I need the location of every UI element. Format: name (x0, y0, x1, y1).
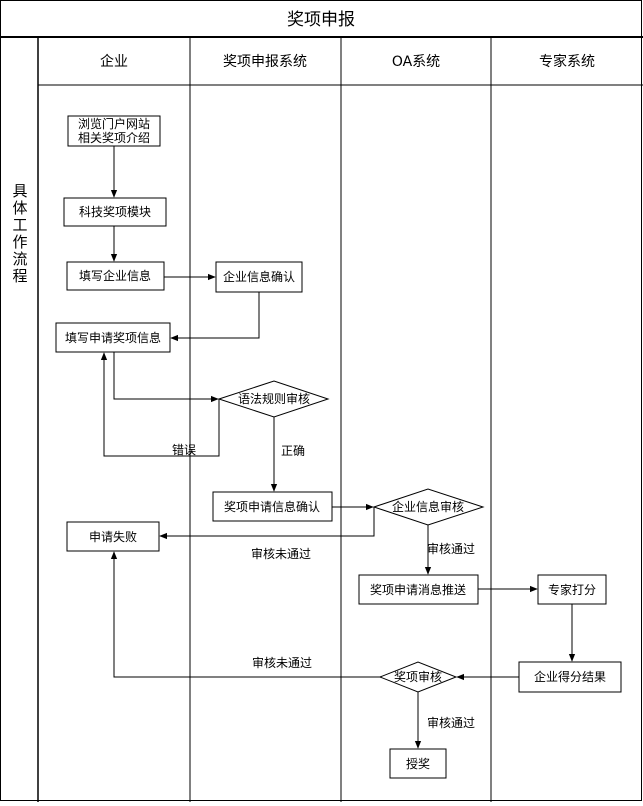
lane-header-oa-system: OA系统 (392, 54, 440, 70)
edge-label-review-passed-1: 审核通过 (427, 541, 475, 556)
row-label-char: 体 (12, 199, 27, 217)
edge-fill-award-to-grammar (113, 352, 219, 403)
row-label-char: 作 (12, 233, 27, 251)
node-award-review-label: 奖项审核 (394, 669, 442, 684)
node-fill-company-info: 填写企业信息 (66, 261, 165, 291)
node-expert-scoring: 专家打分 (537, 574, 607, 605)
edge-confirm-to-fill-award (170, 292, 260, 342)
node-application-failed-label: 申请失败 (89, 529, 137, 544)
edge-review-failed-to-fail (159, 507, 375, 540)
node-fill-award-info-label: 填写申请奖项信息 (65, 330, 161, 345)
edge-label-error: 错误 (172, 443, 196, 457)
node-company-score-result-label: 企业得分结果 (534, 669, 606, 684)
row-label: 具体工作流程 (12, 182, 27, 285)
node-fill-company-info-label: 填写企业信息 (79, 268, 151, 283)
node-application-failed: 申请失败 (66, 521, 160, 552)
node-expert-scoring-label: 专家打分 (548, 582, 596, 597)
node-award-info-confirm-label: 奖项申请信息确认 (224, 499, 320, 514)
node-company-score-result: 企业得分结果 (518, 661, 622, 693)
edge-label-review-failed-1: 审核未通过 (251, 546, 311, 561)
node-sci-tech-award-module: 科技奖项模块 (63, 197, 167, 227)
node-grammar-rule-review-label: 语法规则审核 (238, 391, 310, 406)
node-company-info-confirm: 企业信息确认 (215, 261, 303, 293)
lane-header-enterprise: 企业 (100, 53, 128, 70)
node-award-message-push-label: 奖项申请消息推送 (370, 582, 466, 597)
node-sci-tech-award-module-label: 科技奖项模块 (79, 205, 151, 219)
node-grant-award: 授奖 (389, 748, 447, 779)
diagram-title: 奖项申报 (287, 10, 355, 30)
edge-grammar-error-loop (100, 352, 220, 457)
node-browse-portal: 浏览门户网站 相关奖项介绍 (67, 115, 161, 147)
node-browse-portal-line2: 相关奖项介绍 (78, 131, 150, 145)
node-grant-award-label: 授奖 (406, 756, 430, 771)
node-browse-portal-line1: 浏览门户网站 (78, 116, 150, 131)
node-award-info-confirm: 奖项申请信息确认 (212, 491, 333, 522)
node-award-review: 奖项审核 (378, 661, 458, 693)
row-label-char: 程 (12, 267, 27, 285)
node-company-info-review-label: 企业信息审核 (392, 499, 464, 514)
row-label-char: 具 (12, 182, 27, 200)
node-award-message-push: 奖项申请消息推送 (358, 574, 479, 605)
edge-label-correct: 正确 (281, 444, 305, 458)
node-company-info-review: 企业信息审核 (372, 488, 485, 526)
node-company-info-confirm-label: 企业信息确认 (223, 269, 295, 284)
node-fill-award-info: 填写申请奖项信息 (55, 322, 171, 353)
edge-label-review-passed-2: 审核通过 (427, 715, 475, 730)
row-label-char: 工 (12, 216, 27, 234)
edge-label-review-failed-2: 审核未通过 (252, 655, 312, 670)
lane-header-expert-system: 专家系统 (539, 53, 595, 70)
lane-header-award-system: 奖项申报系统 (223, 53, 307, 70)
edge-award-review-failed-to-fail (110, 551, 380, 678)
node-grammar-rule-review: 语法规则审核 (217, 380, 330, 418)
row-label-char: 流 (12, 250, 27, 268)
